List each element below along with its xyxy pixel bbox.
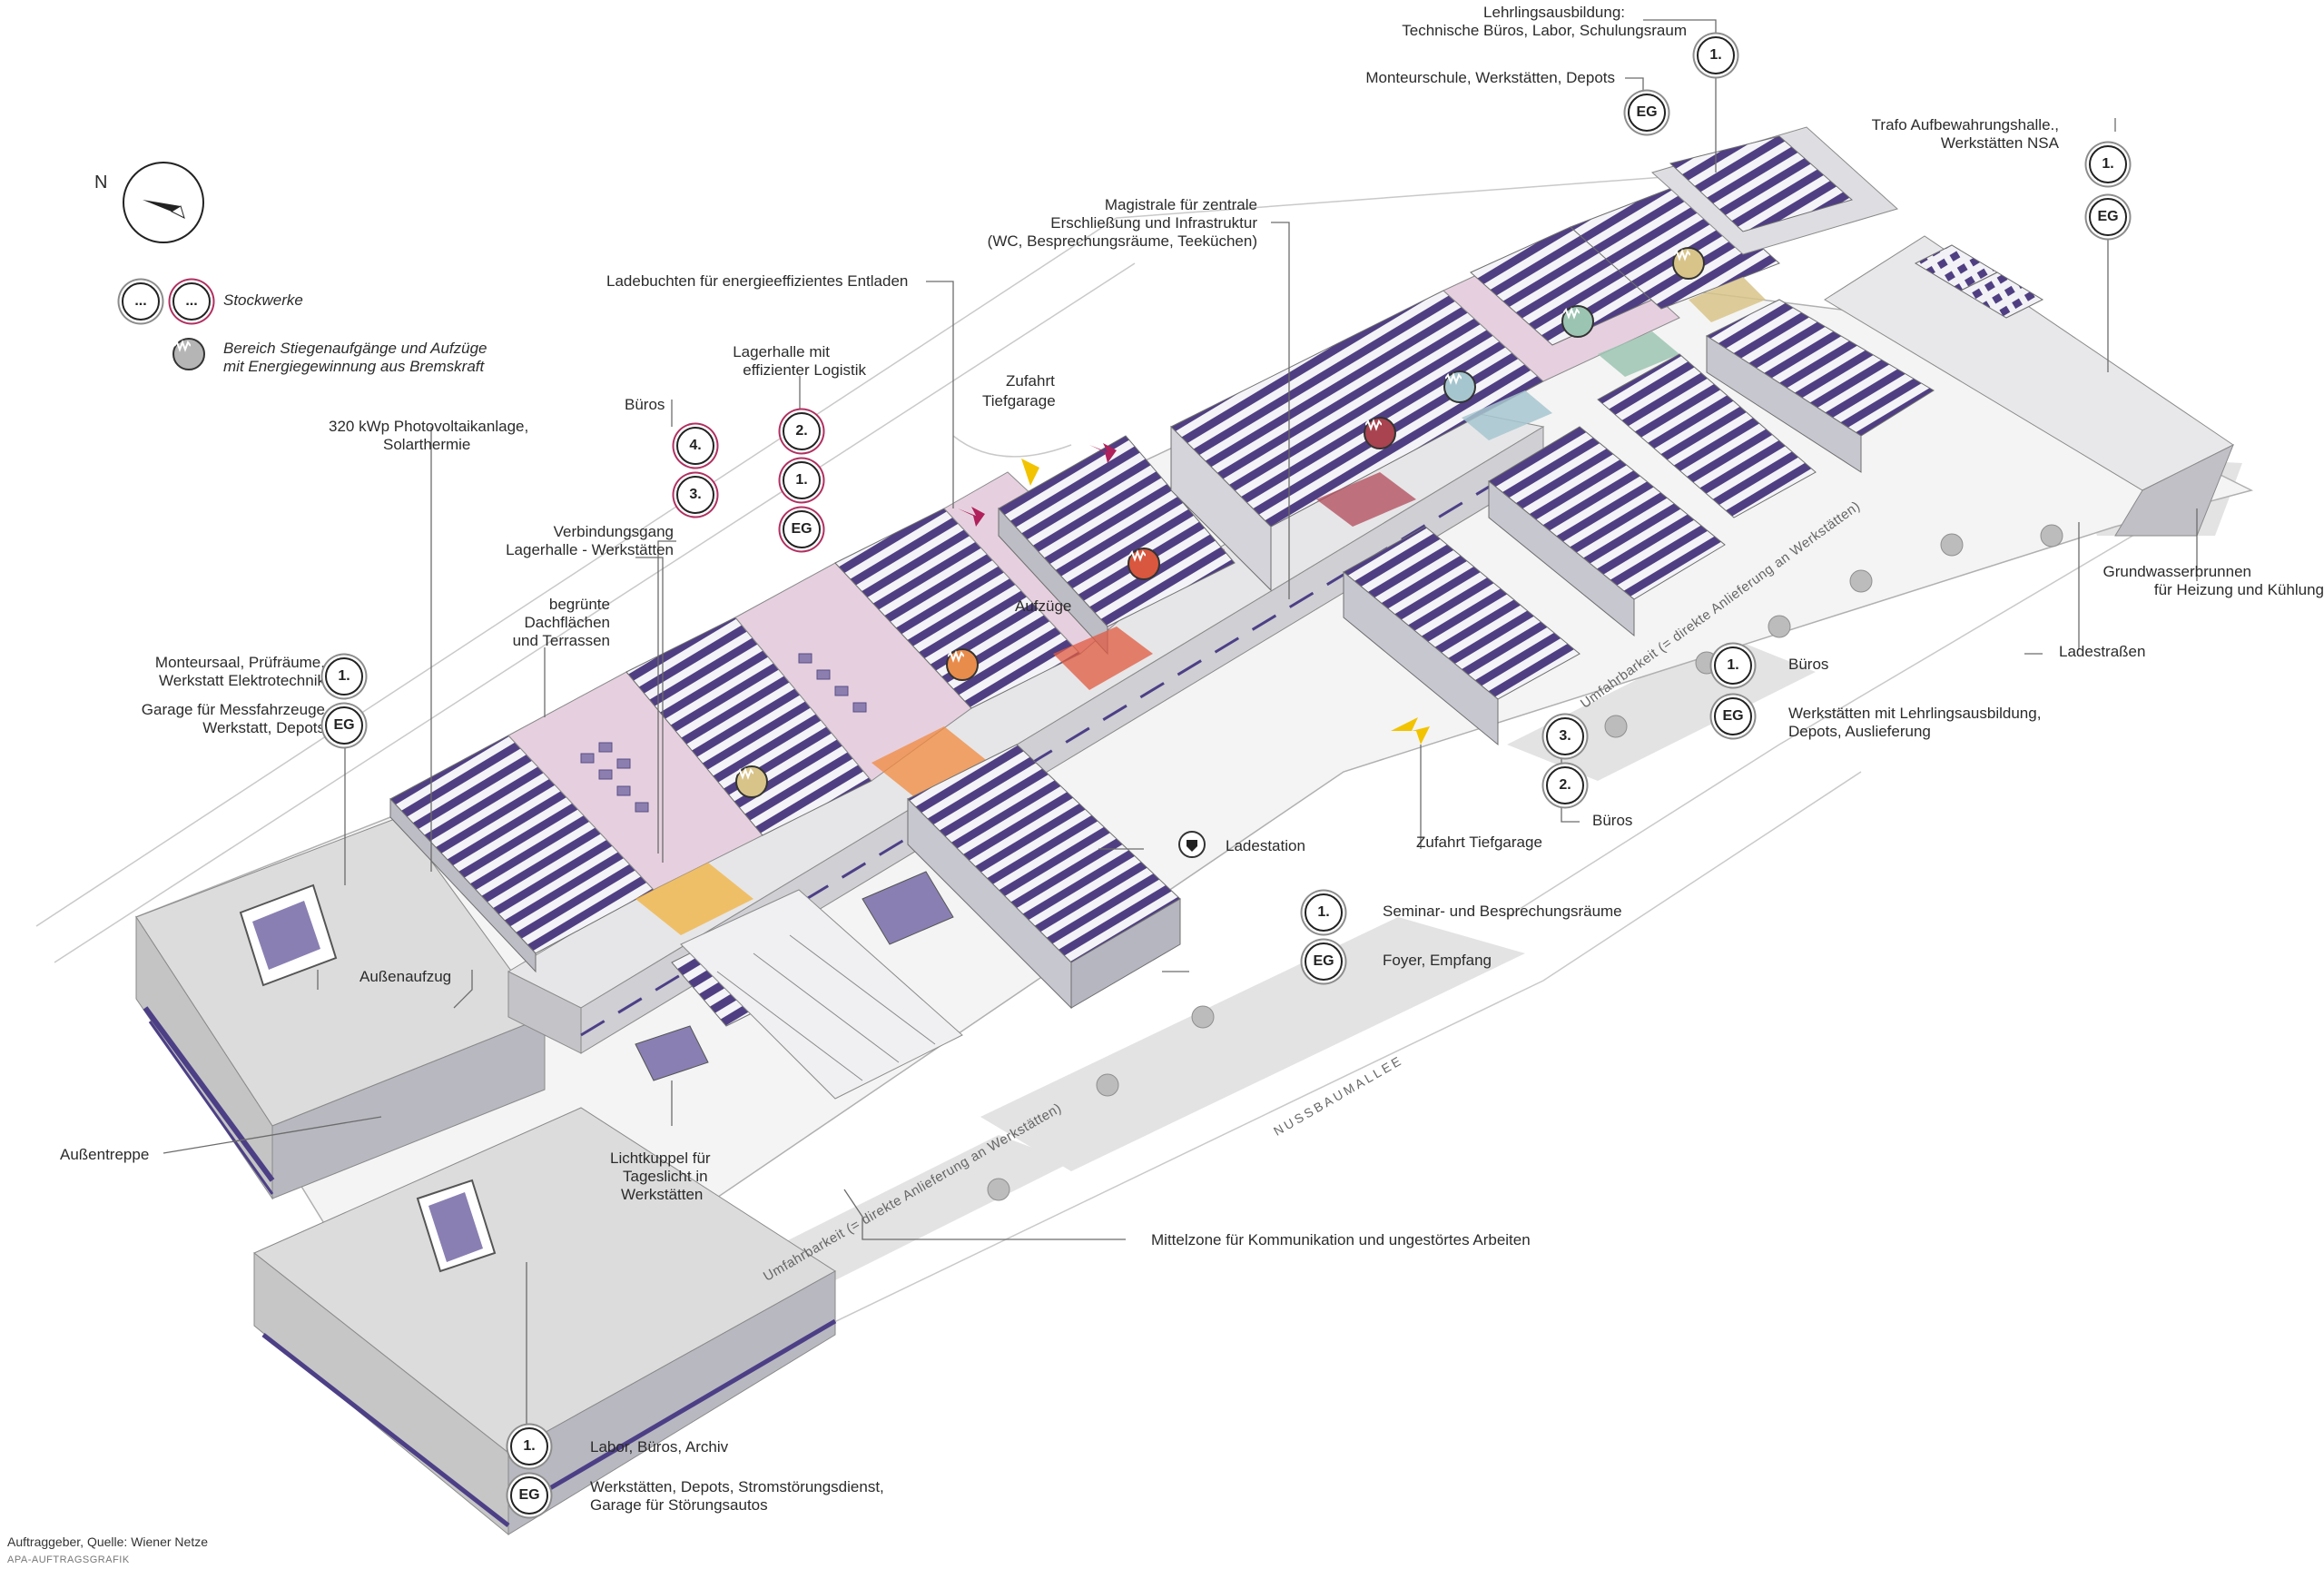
footer-source: Auftraggeber, Quelle: Wiener Netze [7, 1534, 209, 1549]
label-bueros: Büros [625, 396, 665, 413]
block-monteursaal [135, 816, 546, 1200]
elevator-marker-orange [946, 648, 979, 681]
label-lehrling-2: Technische Büros, Labor, Schulungsraum [1402, 22, 1687, 39]
label-zufahrt-tiefgarage: Zufahrt Tiefgarage [1416, 834, 1542, 851]
badge-labor-1: 1. [510, 1427, 548, 1465]
label-verbindung-1: Verbindungsgang [553, 523, 674, 540]
label-garage-1: Garage für Messfahrzeuge [141, 701, 325, 718]
label-lichtkuppel-3: Werkstätten [621, 1186, 704, 1203]
badge-bueros-r-1: 1. [1714, 646, 1752, 685]
label-monteurschule: Monteurschule, Werkstätten, Depots [1365, 69, 1615, 86]
label-zufahrt-2: Tiefgarage [982, 392, 1056, 410]
legend-elevator-icon [172, 338, 205, 370]
trees [987, 524, 2063, 1201]
label-grundwasser-2: für Heizung und Kühlung [2153, 581, 2324, 598]
label-seminar: Seminar- und Besprechungsräume [1383, 903, 1622, 920]
badge-lager-eg: EG [783, 510, 821, 548]
label-bueros-r: Büros [1788, 656, 1829, 673]
block-trafo [1824, 235, 2234, 537]
label-trafo-1: Trafo Aufbewahrungshalle., [1871, 116, 2059, 133]
label-gruen-2: Dachflächen [524, 614, 610, 631]
legend-stairs-line1: Bereich Stiegenaufgänge und Aufzüge [223, 340, 487, 357]
badge-bueros-4: 4. [676, 427, 714, 465]
elevator-marker-green [1561, 305, 1594, 338]
badge-foyer-eg: EG [1305, 942, 1343, 981]
label-labor: Labor, Büros, Archiv [590, 1438, 729, 1456]
legend-floor-badge-grey: ... [122, 282, 160, 321]
label-magistrale-3: (WC, Besprechungsräume, Teeküchen) [987, 232, 1257, 250]
north-roofs [389, 126, 1898, 973]
label-ladestrassen: Ladestraßen [2059, 643, 2146, 660]
label-bueros-r2: Büros [1592, 812, 1633, 829]
ground-lines [35, 172, 2180, 1454]
label-monteursaal-2: Werkstatt Elektrotechnik [159, 672, 325, 689]
label-ladebuchten: Ladebuchten für energieeffizientes Entla… [606, 272, 909, 290]
badge-werkstaetten-b-eg: EG [510, 1476, 548, 1515]
label-monteursaal-1: Monteursaal, Prüfräume, [154, 654, 325, 671]
label-lehrling-1: Lehrlingsausbildung: [1483, 4, 1625, 21]
elevator-marker-yellow [735, 765, 768, 798]
label-garage-2: Werkstatt, Depots [202, 719, 325, 736]
label-ladestation: Ladestation [1226, 837, 1305, 854]
label-lagerhalle-1: Lagerhalle mit [733, 343, 830, 360]
label-werkstaetten-b2: Garage für Störungsautos [590, 1496, 768, 1514]
leader-lines [162, 19, 2198, 1444]
label-werkstaetten-r2: Depots, Auslieferung [1788, 723, 1931, 740]
footer-agency: APA-AUFTRAGSGRAFIK [7, 1554, 130, 1565]
label-magistrale-2: Erschließung und Infrastruktur [1050, 214, 1257, 232]
elevator-marker-darkred [1364, 417, 1396, 449]
label-grundwasser-1: Grundwasserbrunnen [2102, 563, 2251, 580]
label-gruen-3: und Terrassen [512, 632, 610, 649]
elevator-marker-blue [1443, 370, 1476, 403]
label-pv-2: Solarthermie [383, 436, 471, 453]
badge-bueros-r2-3: 3. [1546, 717, 1584, 755]
label-lichtkuppel-1: Lichtkuppel für [610, 1150, 711, 1167]
elevator-marker-red [1128, 548, 1160, 580]
compass-needle-icon [143, 200, 185, 219]
label-mittelzone: Mittelzone für Kommunikation und ungestö… [1151, 1231, 1531, 1248]
badge-bueros-3: 3. [676, 476, 714, 514]
legend-floors-label: Stockwerke [223, 291, 303, 309]
courtyard [635, 871, 963, 1100]
badge-lager-2: 2. [783, 412, 821, 450]
stair-cores [635, 277, 1766, 935]
badge-lehrling-1: 1. [1697, 36, 1735, 74]
label-foyer: Foyer, Empfang [1383, 952, 1492, 969]
label-werkstaetten-r1: Werkstätten mit Lehrlingsausbildung, [1788, 705, 2042, 722]
legend-floor-badge-purple: ... [172, 282, 211, 321]
label-lagerhalle-2: effizienter Logistik [743, 361, 866, 379]
elevator-marker-sand [1672, 247, 1705, 280]
legend-stairs-line2: mit Energiegewinnung aus Bremskraft [223, 358, 485, 375]
label-trafo-2: Werkstätten NSA [1940, 134, 2059, 152]
label-aussenaufzug: Außenaufzug [359, 968, 452, 985]
arrows [958, 443, 1430, 745]
badge-trafo-1: 1. [2089, 145, 2127, 183]
badge-bueros-r2-2: 2. [1546, 766, 1584, 804]
badge-lager-1: 1. [783, 461, 821, 499]
label-werkstaetten-b1: Werkstätten, Depots, Stromstörungsdienst… [590, 1478, 884, 1495]
plug-icon [1187, 840, 1197, 852]
label-lichtkuppel-2: Tageslicht in [623, 1168, 708, 1185]
label-verbindung-2: Lagerhalle - Werkstätten [506, 541, 674, 558]
label-pv-1: 320 kWp Photovoltaikanlage, [329, 418, 529, 435]
compass [123, 162, 204, 243]
label-magistrale-1: Magistrale für zentrale [1104, 196, 1257, 213]
green-roof-planters [580, 653, 867, 813]
label-gruen-1: begrünte [548, 596, 610, 613]
label-aussentreppe: Außentreppe [60, 1146, 150, 1163]
badge-seminar-1: 1. [1305, 893, 1343, 932]
badge-garage-eg: EG [325, 706, 363, 745]
label-zufahrt-1: Zufahrt [1006, 372, 1055, 390]
block-labor [253, 1107, 837, 1536]
south-roofs [671, 299, 1935, 1027]
compass-north-label: N [94, 173, 108, 192]
label-aufzuege: Aufzüge [1015, 597, 1072, 615]
badge-monteurschule-eg: EG [1628, 94, 1666, 132]
badge-monteursaal-1: 1. [325, 657, 363, 696]
badge-trafo-eg: EG [2089, 198, 2127, 236]
badge-werkstaetten-r-eg: EG [1714, 697, 1752, 735]
